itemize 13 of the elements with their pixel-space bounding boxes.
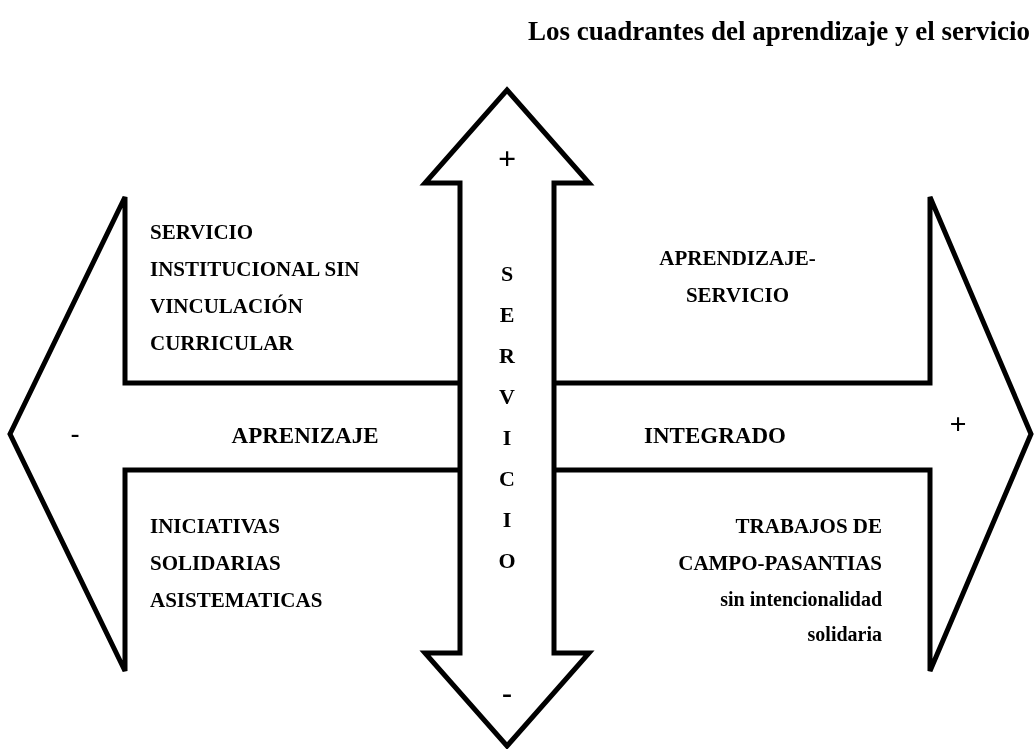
axis-label: INTEGRADO: [643, 422, 787, 450]
title: Los cuadrantes del aprendizaje y el servicio: [527, 16, 1030, 47]
axis-label: APRENIZAJE: [230, 422, 380, 450]
plus-sign: +: [496, 139, 518, 178]
quadrant-label: SERVICIO INSTITUCIONAL SIN VINCULACIÓN CURRICULAR: [150, 219, 361, 357]
quadrant-note: sin intencionalidad solidaria: [719, 587, 882, 647]
minus-sign: -: [501, 675, 513, 711]
quadrant-label: APRENDIZAJE-SERVICIO: [658, 245, 817, 309]
quadrant-label: INICIATIVAS SOLIDARIAS ASISTEMATICAS: [150, 513, 324, 614]
minus-sign: -: [69, 418, 81, 450]
plus-sign: +: [948, 406, 968, 442]
axis-label: SERVICIO: [497, 260, 517, 575]
quadrant-label: TRABAJOS DE CAMPO-PASANTIAS: [677, 513, 882, 577]
